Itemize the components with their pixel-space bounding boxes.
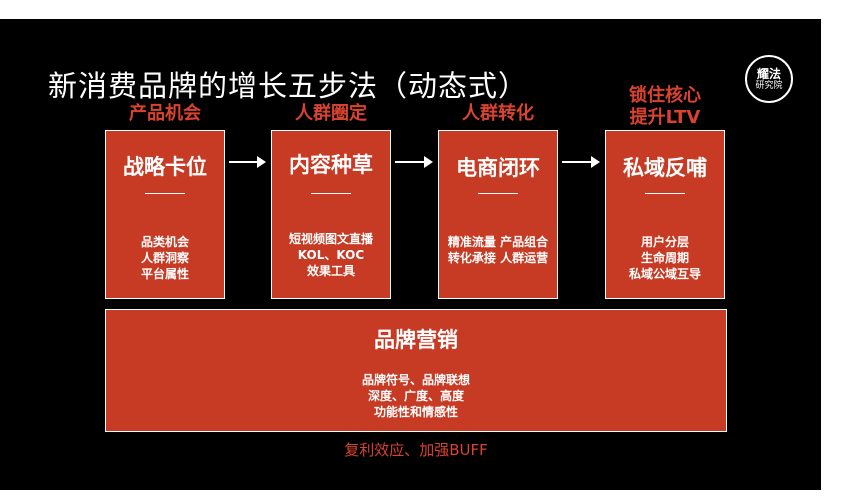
arrow-right-icon xyxy=(395,156,433,168)
desc-line: 深度、广度、高度 xyxy=(367,389,464,403)
divider xyxy=(478,193,518,194)
divider xyxy=(645,193,685,194)
stage-label-3: 人群转化 xyxy=(462,103,534,124)
stage-box-1: 战略卡位 品类机会 人群洞察 平台属性 xyxy=(105,130,225,299)
brand-desc: 品牌符号、品牌联想 深度、广度、高度 功能性和情感性 xyxy=(106,372,726,420)
stage-desc-1: 品类机会 人群洞察 平台属性 xyxy=(106,234,224,282)
brand-head: 品牌营销 xyxy=(374,328,458,352)
arrow-right-icon xyxy=(229,156,266,168)
stage-label-4-line1: 锁住核心 xyxy=(629,85,701,106)
desc-line: 平台属性 xyxy=(140,267,189,281)
stage-box-3: 电商闭环 精准流量 产品组合 转化承接 人群运营 xyxy=(438,130,558,299)
stage-label-2: 人群圈定 xyxy=(295,103,367,124)
desc-line: 效果工具 xyxy=(306,264,355,278)
desc-line: 用户分层 xyxy=(640,235,689,249)
desc-line: 短视频图文直播 xyxy=(288,232,373,246)
stage-label-4-line2: 提升LTV xyxy=(629,107,701,128)
stage-head-3: 电商闭环 xyxy=(456,156,540,180)
logo: 耀法 研究院 xyxy=(745,55,793,103)
desc-line: 私域公域互导 xyxy=(628,267,701,281)
divider xyxy=(311,193,351,194)
stage-label-1: 产品机会 xyxy=(129,103,201,124)
desc-line: 生命周期 xyxy=(640,251,689,265)
stage-head-2: 内容种草 xyxy=(289,153,373,177)
page-margin xyxy=(821,19,845,500)
stage-desc-4: 用户分层 生命周期 私域公域互导 xyxy=(606,234,724,282)
stage-desc-2: 短视频图文直播 KOL、KOC 效果工具 xyxy=(272,231,390,279)
stage-box-4: 私域反哺 用户分层 生命周期 私域公域互导 xyxy=(605,130,725,299)
stage-label-4: 锁住核心 提升LTV xyxy=(605,85,725,129)
arrow-right-icon xyxy=(562,156,600,168)
desc-line: KOL、KOC xyxy=(297,248,365,262)
divider xyxy=(145,193,185,194)
stage-box-2: 内容种草 短视频图文直播 KOL、KOC 效果工具 xyxy=(271,130,391,299)
bottom-label: 复利效应、加强BUFF xyxy=(344,441,488,459)
desc-line: 转化承接 人群运营 xyxy=(447,251,549,265)
stage-head-4: 私域反哺 xyxy=(623,156,707,180)
logo-line1: 耀法 xyxy=(756,66,781,81)
page-title: 新消费品牌的增长五步法（动态式） xyxy=(48,69,529,103)
logo-line2: 研究院 xyxy=(755,80,783,91)
stage-head-1: 战略卡位 xyxy=(123,155,207,179)
desc-line: 精准流量 产品组合 xyxy=(447,235,549,249)
desc-line: 功能性和情感性 xyxy=(373,405,458,419)
desc-line: 人群洞察 xyxy=(140,251,189,265)
desc-line: 品牌符号、品牌联想 xyxy=(361,373,470,387)
stage-desc-3: 精准流量 产品组合 转化承接 人群运营 xyxy=(439,234,557,266)
desc-line: 品类机会 xyxy=(140,235,189,249)
brand-marketing-box: 品牌营销 品牌符号、品牌联想 深度、广度、高度 功能性和情感性 xyxy=(105,309,727,432)
